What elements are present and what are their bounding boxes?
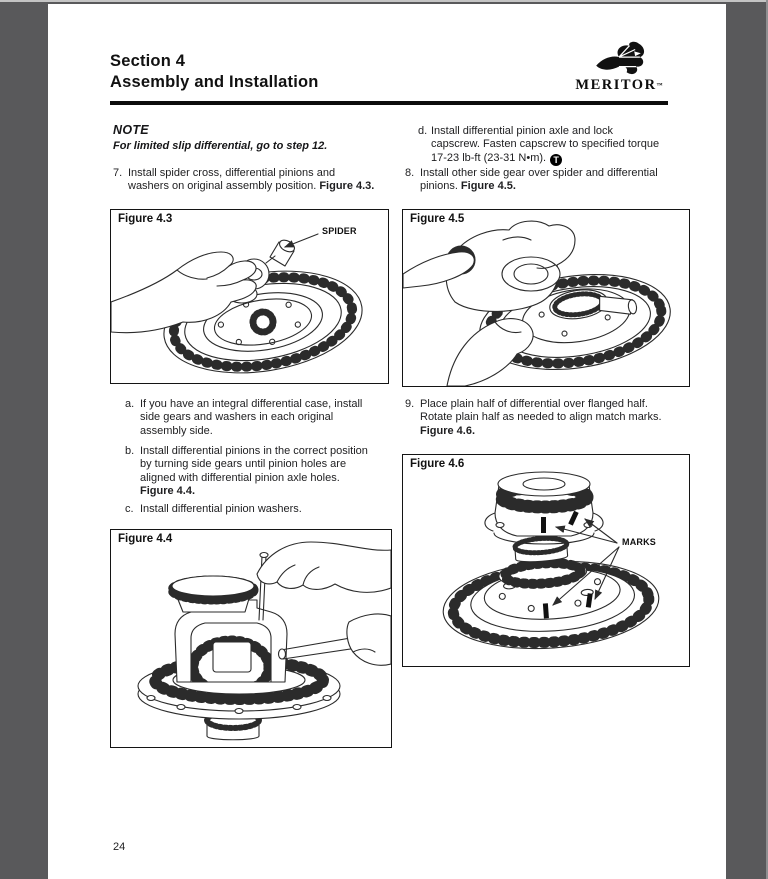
step-number: 9.: [405, 398, 415, 410]
eagle-icon: [596, 41, 645, 75]
step-text: Install differential pinion axle and loc…: [431, 125, 660, 166]
document-page[interactable]: Section 4 Assembly and Installation MERI…: [48, 4, 726, 879]
step-7a: a. If you have an integral differential …: [125, 398, 390, 438]
section-title-line2: Assembly and Installation: [110, 73, 319, 91]
step-number: 8.: [405, 167, 415, 179]
figure-4-3-illustration: [111, 233, 363, 374]
step-text: Place plain half of differential over fl…: [420, 398, 662, 437]
note-text: For limited slip differential, go to ste…: [113, 140, 328, 152]
step-text: Install spider cross, differential pinio…: [128, 167, 375, 193]
header-rule: [110, 101, 668, 105]
figure-label: Figure 4.3: [118, 213, 173, 225]
step-letter: b.: [125, 445, 135, 457]
step-6d: d. Install differential pinion axle and …: [418, 125, 680, 166]
step-number: 7.: [113, 167, 123, 179]
step-text: Install differential pinion washers.: [140, 503, 302, 515]
step-text: Install differential pinions in the corr…: [140, 445, 368, 498]
brand-name: MERITOR™: [575, 77, 663, 93]
figure-reference: Figure 4.3.: [319, 180, 375, 193]
page-number: 24: [113, 841, 126, 853]
section-title: Section 4 Assembly and Installation: [110, 51, 319, 93]
step-letter: d.: [418, 125, 428, 137]
figure-label: Figure 4.6: [410, 458, 465, 470]
step-8: 8. Install other side gear over spider a…: [405, 167, 687, 194]
figure-reference: Figure 4.5.: [460, 180, 516, 193]
step-7c: c. Install differential pinion washers.: [125, 503, 390, 516]
torque-icon: T: [550, 153, 563, 166]
figure-4-5: Figure 4.5: [402, 209, 690, 387]
figure-4-4-illustration: [137, 541, 391, 741]
window-border-top: [0, 0, 768, 2]
marks-callout: MARKS: [622, 537, 656, 547]
spider-callout: SPIDER: [322, 226, 357, 236]
note: NOTE For limited slip differential, go t…: [113, 123, 327, 152]
step-9: 9. Place plain half of differential over…: [405, 398, 687, 438]
note-label: NOTE: [113, 123, 149, 137]
step-text: If you have an integral differential cas…: [140, 398, 363, 437]
figure-reference: Figure 4.4.: [140, 485, 196, 498]
step-text: Install other side gear over spider and …: [420, 167, 658, 193]
step-7b: b. Install differential pinions in the c…: [125, 445, 390, 499]
figure-reference: Figure 4.6.: [420, 424, 476, 437]
figure-4-3: Figure 4.3 SPIDER: [110, 209, 389, 384]
figure-4-6-illustration: [442, 471, 660, 650]
brand-logo: MERITOR™: [566, 40, 672, 94]
figure-4-5-illustration: [403, 220, 671, 386]
step-letter: c.: [125, 503, 134, 515]
figure-label: Figure 4.4: [118, 533, 173, 545]
figure-4-6: Figure 4.6 MARKS: [402, 454, 690, 667]
window-border-right: [766, 0, 768, 879]
section-title-line1: Section 4: [110, 52, 186, 70]
trademark-symbol: ™: [656, 83, 663, 89]
figure-label: Figure 4.5: [410, 213, 465, 225]
step-letter: a.: [125, 398, 135, 410]
figure-4-4: Figure 4.4: [110, 529, 392, 748]
step-7: 7. Install spider cross, differential pi…: [113, 167, 398, 194]
